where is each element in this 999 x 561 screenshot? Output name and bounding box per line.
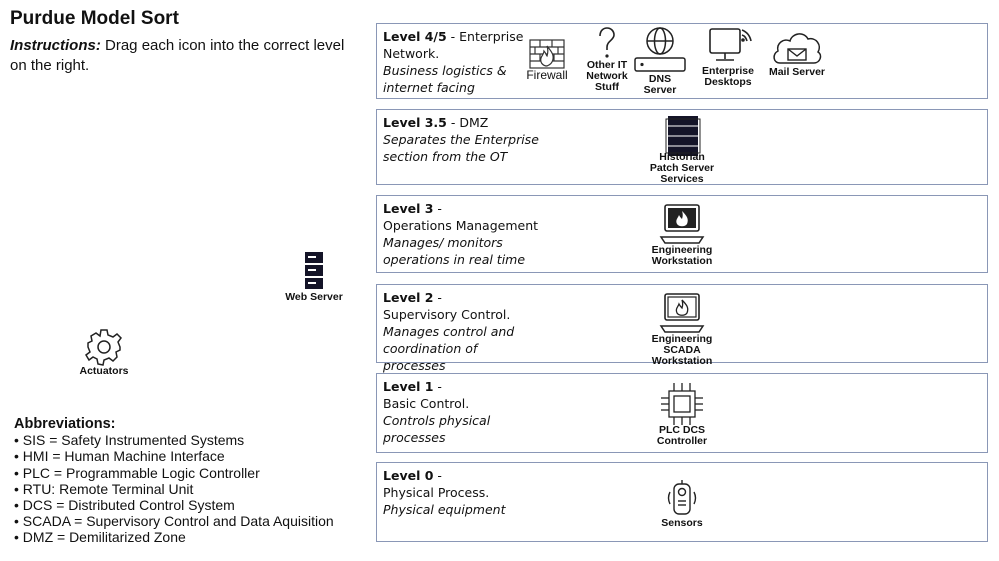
level-name: Level 4/5 xyxy=(383,29,447,44)
mail-server-draggable[interactable]: Mail Server xyxy=(766,27,828,78)
level-desc: Manages control and coordination of proc… xyxy=(383,324,515,373)
enterprise-desktops-label: Enterprise Desktops xyxy=(702,65,754,88)
sensors-label: Sensors xyxy=(661,517,703,529)
firewall-draggable[interactable]: Firewall xyxy=(522,38,572,81)
dns-server-label: DNS Server xyxy=(643,73,677,96)
actuators-label: Actuators xyxy=(79,365,129,377)
question-mark-icon xyxy=(599,27,615,58)
server-rack-icon xyxy=(665,116,701,156)
web-server-draggable[interactable]: Web Server xyxy=(282,250,346,303)
controller-label: PLC DCS Controller xyxy=(656,424,708,447)
level-desc: Separates the Enterprise section from th… xyxy=(383,132,539,164)
abbreviations-heading: Abbreviations: xyxy=(14,416,116,432)
level-sep: - xyxy=(433,201,442,216)
level-sep: - xyxy=(446,115,460,130)
page-title: Purdue Model Sort xyxy=(10,8,179,29)
level-sub: Basic Control. xyxy=(383,396,470,411)
engineering-workstation-l2-draggable[interactable]: Engineering SCADA Workstation xyxy=(648,292,716,367)
chip-controller-icon xyxy=(661,383,703,425)
instructions-text: Drag each icon into the correct level on… xyxy=(10,37,345,74)
level-name: Level 3 xyxy=(383,201,434,216)
level-desc: Manages/ monitors operations in real tim… xyxy=(383,235,526,267)
engineering-workstation-l3-label: Engineering Workstation xyxy=(651,244,713,267)
web-server-rack-icon xyxy=(305,252,323,289)
scada-workstation-icon xyxy=(659,293,705,333)
firewall-label: Firewall xyxy=(526,68,568,82)
level-sub: DMZ xyxy=(459,115,489,130)
actuators-draggable[interactable]: Actuators xyxy=(72,328,136,377)
level-sep: - xyxy=(446,29,460,44)
sensors-draggable[interactable]: Sensors xyxy=(652,478,712,529)
engineering-workstation-l2-label: Engineering SCADA Workstation xyxy=(651,333,713,367)
abbreviations-panel: Abbreviations: • SIS = Safety Instrument… xyxy=(14,416,364,546)
abbreviation-item: • SIS = Safety Instrumented Systems xyxy=(14,432,245,449)
abbreviation-item: • SCADA = Supervisory Control and Data A… xyxy=(14,513,334,530)
level-sub: Operations Management xyxy=(383,218,539,233)
level-label: Level 0 - Physical Process. Physical equ… xyxy=(383,467,543,518)
gear-icon xyxy=(85,329,122,366)
level-label: Level 4/5 - Enterprise Network. Business… xyxy=(383,28,543,96)
mail-server-label: Mail Server xyxy=(768,66,826,78)
level-label: Level 2 - Supervisory Control. Manages c… xyxy=(383,289,543,374)
other-it-label: Other IT Network Stuff xyxy=(586,59,628,93)
abbreviation-item: • HMI = Human Machine Interface xyxy=(14,448,225,465)
level-name: Level 0 xyxy=(383,468,434,483)
abbreviation-item: • DCS = Distributed Control System xyxy=(14,497,235,514)
instructions-lead: Instructions: xyxy=(10,37,101,54)
dmz-services-draggable[interactable]: Historian Patch Server Services xyxy=(648,114,716,185)
level-desc: Controls physical processes xyxy=(383,413,491,445)
level-sep: - xyxy=(433,468,442,483)
dns-server-draggable[interactable]: DNS Server xyxy=(632,26,688,96)
level-desc: Physical equipment xyxy=(383,502,506,517)
abbreviation-item: • PLC = Programmable Logic Controller xyxy=(14,464,260,481)
level-sep: - xyxy=(433,290,442,305)
dmz-services-label: Historian Patch Server Services xyxy=(649,151,715,185)
level-label: Level 3 - Operations Management Manages/… xyxy=(383,200,543,268)
workstation-fire-icon xyxy=(659,204,705,244)
other-it-draggable[interactable]: Other IT Network Stuff xyxy=(583,26,631,93)
cloud-mail-icon xyxy=(773,33,822,64)
abbreviation-item: • DMZ = Demilitarized Zone xyxy=(14,529,186,546)
instructions: Instructions: Drag each icon into the co… xyxy=(10,36,360,76)
level-name: Level 3.5 xyxy=(383,115,447,130)
desktop-wifi-icon xyxy=(709,28,752,61)
web-server-label: Web Server xyxy=(285,291,343,303)
level-name: Level 2 xyxy=(383,290,434,305)
firewall-icon xyxy=(529,39,565,69)
level-label: Level 3.5 - DMZ Separates the Enterprise… xyxy=(383,114,543,165)
level-name: Level 1 xyxy=(383,379,434,394)
level-sub: Supervisory Control. xyxy=(383,307,511,322)
abbreviation-item: • RTU: Remote Terminal Unit xyxy=(14,480,194,497)
level-label: Level 1 - Basic Control. Controls physic… xyxy=(383,378,543,446)
dns-globe-icon xyxy=(634,27,686,72)
level-sep: - xyxy=(433,379,442,394)
sensor-icon xyxy=(667,480,697,515)
level-4-5-dropzone[interactable]: Level 4/5 - Enterprise Network. Business… xyxy=(376,23,988,99)
level-sub: Physical Process. xyxy=(383,485,490,500)
level-1-dropzone[interactable]: Level 1 - Basic Control. Controls physic… xyxy=(376,373,988,453)
enterprise-desktops-draggable[interactable]: Enterprise Desktops xyxy=(695,26,761,88)
level-sub: Enterprise Network. xyxy=(383,29,524,61)
engineering-workstation-l3-draggable[interactable]: Engineering Workstation xyxy=(648,203,716,267)
controller-draggable[interactable]: PLC DCS Controller xyxy=(648,381,716,447)
level-desc: Business logistics & internet facing xyxy=(383,63,507,95)
level-0-dropzone[interactable]: Level 0 - Physical Process. Physical equ… xyxy=(376,462,988,542)
